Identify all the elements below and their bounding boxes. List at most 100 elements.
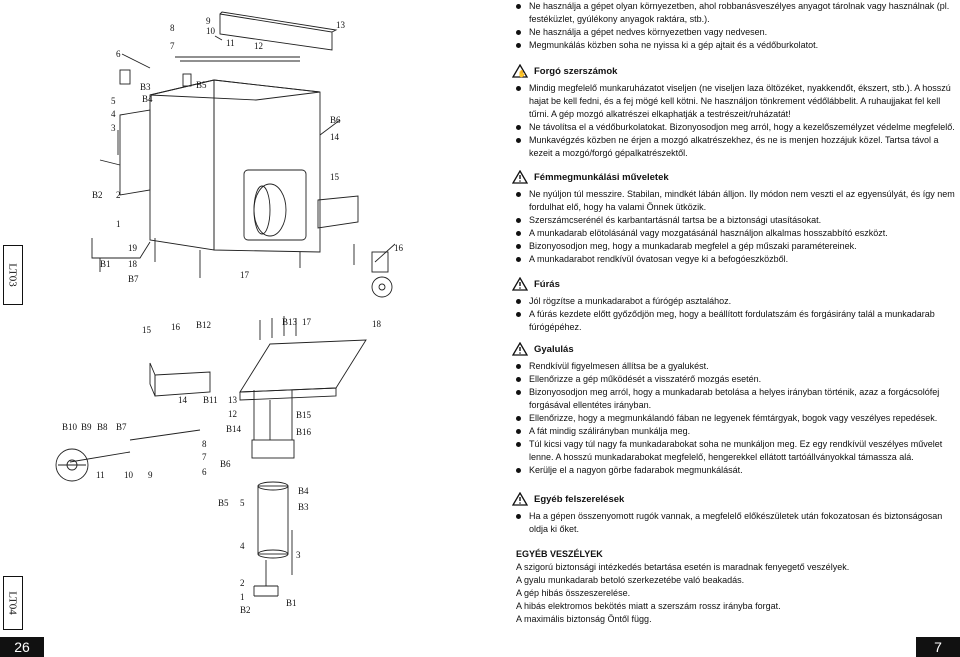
gyalulas-item: Rendkívül figyelmesen állítsa be a gyalu… (512, 360, 957, 373)
dlabel-b7: B7 (128, 274, 139, 284)
fem-item: Szerszámcserénél és karbantartásnál tart… (512, 214, 957, 227)
gyalulas-item: Ellenőrizze, hogy a megmunkálandó fában … (512, 412, 957, 425)
dlabel-b6: B6 (330, 115, 341, 125)
gyalulas-item: Bizonyosodjon meg arról, hogy a munkadar… (512, 386, 957, 412)
dlabel-7: 7 (170, 41, 175, 51)
fem-item: A munkadarabot rendkívül óvatosan vegye … (512, 253, 957, 266)
section-other-hazards: EGYÉB VESZÉLYEK A szigorú biztonsági int… (516, 548, 956, 626)
parts-diagram: 6 7 8 9 10 11 12 13 B3 B4 B5 5 4 3 B6 14… (55, 11, 404, 615)
other-hazards-intro: A szigorú biztonsági intézkedés betartás… (516, 562, 850, 572)
dlabel-b3: B3 (140, 82, 151, 92)
dlabel-mb13: B13 (282, 317, 298, 327)
dlabel-15: 15 (330, 172, 340, 182)
section-fem: Fémmegmunkálási műveletek Ne nyúljon túl… (512, 170, 957, 266)
dlabel-19: 19 (128, 243, 138, 253)
dlabel-b2num: 2 (240, 578, 245, 588)
intro-item: Ne használja a gépet nedves környezetben… (512, 26, 957, 39)
dlabel-m9: 9 (148, 470, 153, 480)
dlabel-mb6: B6 (220, 459, 231, 469)
dlabel-b5: B5 (196, 80, 207, 90)
lt04-box: LT04 (3, 576, 23, 630)
forgo-item: Munkavégzés közben ne érjen a mozgó alka… (512, 134, 957, 160)
other-hazards-title: EGYÉB VESZÉLYEK (516, 549, 603, 559)
furas-item: A fúrás kezdete előtt győződjön meg, hog… (512, 308, 957, 334)
dlabel-m13: 13 (228, 395, 238, 405)
right-page: Ne használja a gépet olyan környezetben,… (500, 0, 960, 657)
dlabel-b4: 4 (240, 541, 245, 551)
dlabel-mb4: B4 (298, 486, 309, 496)
dlabel-m11: 11 (96, 470, 105, 480)
dlabel-18: 18 (128, 259, 138, 269)
svg-text:✋: ✋ (518, 69, 527, 78)
section-title: Gyalulás (512, 342, 957, 356)
dlabel-bb2: B2 (240, 605, 251, 615)
section-gyalulas: Gyalulás Rendkívül figyelmesen állítsa b… (512, 342, 957, 477)
section-furas: Fúrás Jól rögzítse a munkadarabot a fúró… (512, 277, 957, 334)
dlabel-m7: 7 (202, 452, 207, 462)
page-number-left: 26 (0, 637, 44, 657)
dlabel-9: 9 (206, 16, 211, 26)
dlabel-bb1: B1 (286, 598, 297, 608)
section-title: Fúrás (512, 277, 957, 291)
section-title: ✋ Forgó szerszámok (512, 64, 957, 78)
dlabel-14: 14 (330, 132, 340, 142)
dlabel-mb8: B8 (97, 422, 108, 432)
intro-item: Ne használja a gépet olyan környezetben,… (512, 0, 957, 26)
dlabel-12: 12 (254, 41, 263, 51)
furas-item: Jól rögzítse a munkadarabot a fúrógép as… (512, 295, 957, 308)
lt03-box: LT03 (3, 245, 23, 305)
fem-item: Bizonyosodjon meg, hogy a munkadarab meg… (512, 240, 957, 253)
dlabel-10: 10 (206, 26, 216, 36)
section-title: Fémmegmunkálási műveletek (512, 170, 957, 184)
other-hazard-item: A hibás elektromos bekötés miatt a szers… (516, 601, 781, 611)
dlabel-b2: B2 (92, 190, 103, 200)
dlabel-mb9: B9 (81, 422, 92, 432)
dlabel-b1: B1 (100, 259, 111, 269)
gyalulas-item: Túl kicsi vagy túl nagy fa munkadaraboka… (512, 438, 957, 464)
dlabel-m10: 10 (124, 470, 134, 480)
dlabel-mb11: B11 (203, 395, 218, 405)
left-page: LT03 LT04 (0, 11, 404, 657)
warning-icon: ✋ (512, 64, 528, 78)
dlabel-m16: 16 (171, 322, 181, 332)
dlabel-mb14: B14 (226, 424, 242, 434)
dlabel-b1num: 1 (240, 592, 245, 602)
dlabel-13: 13 (336, 20, 346, 30)
dlabel-mb3: B3 (298, 502, 309, 512)
dlabel-16: 16 (394, 243, 404, 253)
egyeb-item: Ha a gépen összenyomott rugók vannak, a … (512, 510, 957, 536)
dlabel-mb15: B15 (296, 410, 312, 420)
warning-icon (512, 277, 528, 291)
dlabel-8: 8 (170, 23, 175, 33)
dlabel-mb12: B12 (196, 320, 211, 330)
dlabel-3: 3 (111, 123, 116, 133)
gyalulas-item: Ellenőrizze a gép működését a visszatérő… (512, 373, 957, 386)
dlabel-m6: 6 (202, 467, 207, 477)
forgo-item: Ne távolítsa el a védőburkolatokat. Bizo… (512, 121, 957, 134)
section-forgo: ✋ Forgó szerszámok Mindig megfelelő munk… (512, 64, 957, 160)
dlabel-mb7: B7 (116, 422, 127, 432)
dlabel-mb10: B10 (62, 422, 78, 432)
page-number-right: 7 (916, 637, 960, 657)
dlabel-m18: 18 (372, 319, 382, 329)
section-egyeb: Egyéb felszerelések Ha a gépen összenyom… (512, 492, 957, 536)
dlabel-m14: 14 (178, 395, 188, 405)
other-hazard-item: A gép hibás összeszerelése. (516, 588, 631, 598)
intro-list: Ne használja a gépet olyan környezetben,… (512, 0, 957, 52)
dlabel-m15: 15 (142, 325, 152, 335)
warning-icon (512, 342, 528, 356)
fem-item: A munkadarab elötolásánál vagy mozgatásá… (512, 227, 957, 240)
dlabel-m17: 17 (302, 317, 312, 327)
other-hazards-outro: A maximális biztonság Öntől függ. (516, 614, 652, 624)
other-hazard-item: A gyalu munkadarab betoló szerkezetébe v… (516, 575, 745, 585)
warning-icon (512, 492, 528, 506)
dlabel-b3: 3 (296, 550, 301, 560)
forgo-item: Mindig megfelelő munkaruházatot viseljen… (512, 82, 957, 121)
intro-item: Megmunkálás közben soha ne nyissa ki a g… (512, 39, 957, 52)
dlabel-1: 1 (116, 219, 121, 229)
dlabel-5: 5 (111, 96, 116, 106)
dlabel-17: 17 (240, 270, 250, 280)
gyalulas-item: Kerülje el a nagyon görbe fadarabok megm… (512, 464, 957, 477)
dlabel-2: 2 (116, 190, 121, 200)
gyalulas-item: A fát mindig szálirányban munkálja meg. (512, 425, 957, 438)
